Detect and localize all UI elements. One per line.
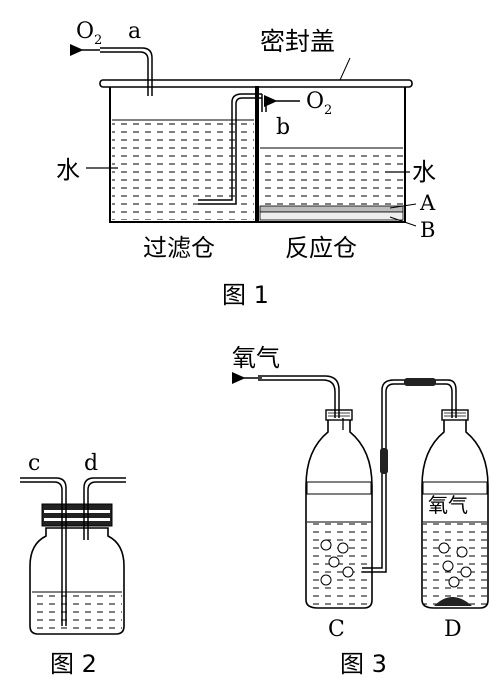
layer-b-label: B <box>420 218 435 242</box>
filter-chamber-label: 过滤仓 <box>143 234 215 262</box>
tube-d <box>83 477 126 540</box>
reagent-pile <box>434 597 472 606</box>
pipe-a-label: a <box>128 19 141 44</box>
layer-b <box>259 211 404 221</box>
partition <box>255 86 259 222</box>
connecting-tube <box>198 97 262 205</box>
bottle-d-oxygen-label: 氧气 <box>428 493 468 517</box>
reaction-chamber-label: 反应仓 <box>285 234 357 262</box>
pipe-a <box>100 51 149 96</box>
figure-3-caption: 图 3 <box>340 650 387 678</box>
tube-c <box>20 481 63 626</box>
stopper <box>41 503 113 527</box>
layer-a-pointer <box>389 203 417 209</box>
figure-1-caption: 图 1 <box>222 281 269 309</box>
pipe-b-label: b <box>276 115 290 140</box>
lid-pointer <box>339 57 351 81</box>
connecting-tube-cd <box>362 383 453 573</box>
figure-1: O2 a 密封盖 O2 b 水 水 A B 过滤仓 反应仓 图 1 <box>56 19 436 309</box>
oxygen-out-label: 氧气 <box>232 344 280 372</box>
tank <box>99 79 413 223</box>
o2-out-label: O2 <box>76 19 102 48</box>
bottle-c <box>305 409 373 609</box>
rubber-connector-side <box>380 448 388 474</box>
layer-a-label: A <box>419 191 436 215</box>
bottle-d-label: D <box>444 617 462 642</box>
bottle-d <box>421 409 489 609</box>
rubber-connector-top <box>404 378 436 386</box>
layer-a <box>259 205 404 213</box>
sealed-lid <box>99 79 413 88</box>
bottle-c-label: C <box>328 617 345 642</box>
figure-3: 氧气 氧气 C D 图 3 <box>232 344 489 678</box>
tube-d-label: d <box>84 451 98 476</box>
bottle-liquid <box>32 592 122 632</box>
figure-2: c d 图 2 <box>20 451 126 678</box>
figure-2-caption: 图 2 <box>50 650 97 678</box>
o2-in-label: O2 <box>306 89 332 118</box>
layer-b-pointer <box>389 216 417 227</box>
water-right-label: 水 <box>412 158 436 186</box>
pipe-b <box>261 94 267 112</box>
water-left-label: 水 <box>56 156 80 184</box>
reaction-chamber-water <box>260 148 403 206</box>
lid-label: 密封盖 <box>260 27 335 56</box>
oxygen-outlet-tube <box>258 379 336 418</box>
tube-c-label: c <box>28 451 40 476</box>
